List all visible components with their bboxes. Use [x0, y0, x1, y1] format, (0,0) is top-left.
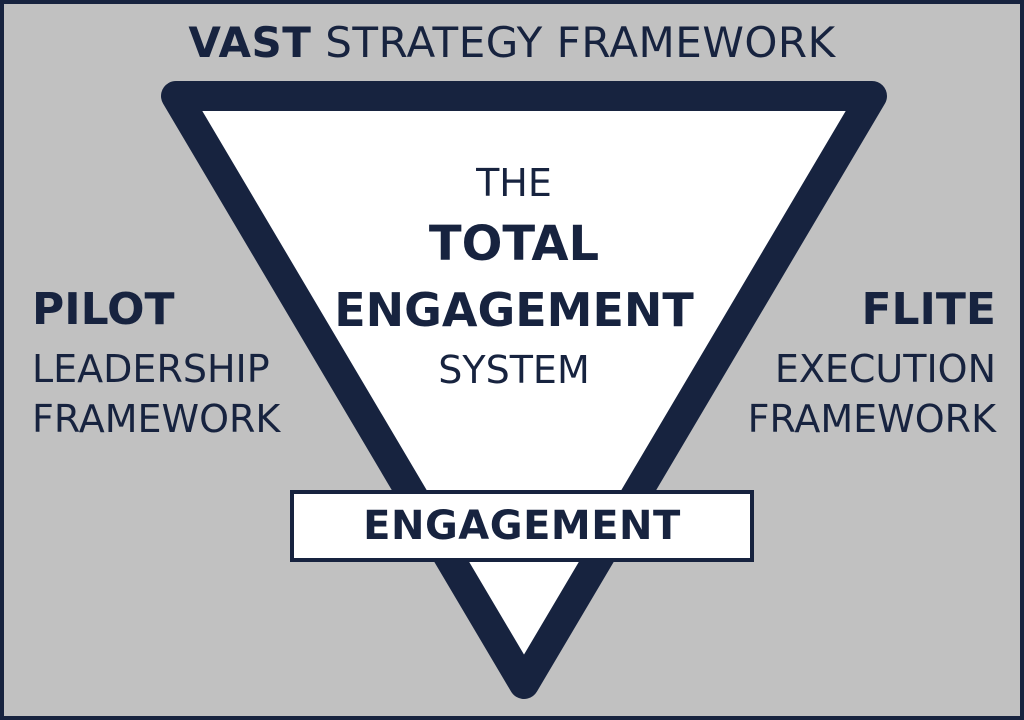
engagement-box: ENGAGEMENT — [290, 490, 754, 562]
engagement-box-label: ENGAGEMENT — [363, 503, 681, 549]
title-bold-word: VAST — [188, 18, 312, 67]
inverted-triangle — [161, 81, 887, 699]
framework-title: VAST STRATEGY FRAMEWORK — [4, 22, 1020, 64]
right-framework-line2: FRAMEWORK — [747, 397, 996, 441]
left-framework-line1: LEADERSHIP — [32, 347, 270, 391]
center-line-engagement: ENGAGEMENT — [334, 283, 694, 337]
title-rest-text: STRATEGY FRAMEWORK — [325, 18, 836, 67]
center-line-total: TOTAL — [428, 216, 600, 272]
left-framework-title: PILOT — [32, 284, 175, 335]
center-line-system: SYSTEM — [438, 348, 590, 392]
right-framework-line1: EXECUTION — [774, 347, 996, 391]
left-framework-line2: FRAMEWORK — [32, 397, 281, 441]
center-line-the: THE — [476, 161, 552, 205]
right-framework-title: FLITE — [861, 284, 996, 335]
triangle-shape — [161, 81, 887, 699]
